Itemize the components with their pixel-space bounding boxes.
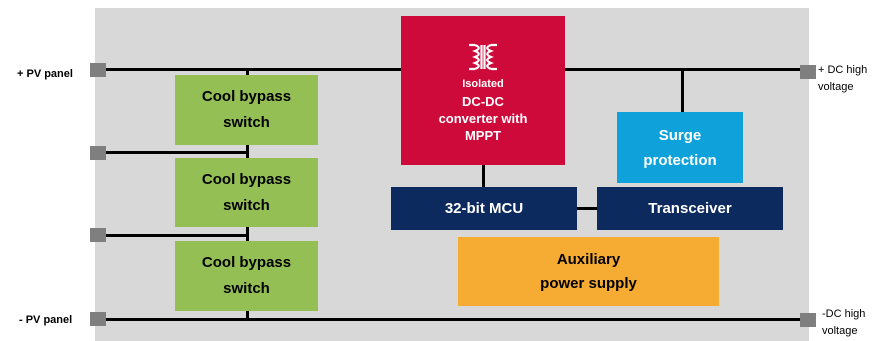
dc-high-plus-line2: voltage xyxy=(818,81,854,93)
bottom-rail-wire xyxy=(103,318,803,321)
bypass-switch-1-line1: Cool bypass xyxy=(201,88,292,105)
pv-plus-terminal xyxy=(90,63,106,77)
dc-high-minus-label: -DC high voltage xyxy=(822,306,865,340)
dcdc-line2: DC-DC xyxy=(462,93,504,109)
bypass-switch-1-line2: switch xyxy=(223,114,270,131)
mcu-block: 32-bit MCU xyxy=(391,187,577,230)
dc-high-plus-label: + DC high voltage xyxy=(818,62,867,96)
bypass-switch-2-line1: Cool bypass xyxy=(201,170,292,188)
transformer-icon xyxy=(469,43,497,70)
transceiver-label: Transceiver xyxy=(648,200,732,217)
bypass-switch-3: Cool bypass switch xyxy=(175,241,318,311)
aux-line1: Auxiliary xyxy=(556,250,621,268)
string-terminal-1 xyxy=(90,146,106,160)
dcdc-mcu-wire xyxy=(482,165,485,187)
dcdc-line4: MPPT xyxy=(464,127,502,143)
pv-plus-label: + PV panel xyxy=(17,68,73,80)
bypass-switch-2-line2: switch xyxy=(223,196,270,214)
bypass-switch-3-line1: Cool bypass xyxy=(201,254,292,271)
string-terminal-2 xyxy=(90,228,106,242)
transceiver-block: Transceiver xyxy=(597,187,783,230)
mcu-transceiver-wire xyxy=(577,207,597,210)
dc-high-minus-terminal xyxy=(800,313,816,327)
pv-minus-terminal xyxy=(90,312,106,326)
dcdc-converter-block: Isolated DC-DC converter with MPPT xyxy=(401,16,565,165)
surge-tap-wire xyxy=(681,70,684,112)
string-wire-1 xyxy=(103,151,248,154)
aux-line2: power supply xyxy=(540,274,637,292)
mcu-label: 32-bit MCU xyxy=(444,200,524,217)
pv-minus-label: - PV panel xyxy=(19,314,73,326)
dcdc-line1: Isolated xyxy=(462,77,504,90)
bypass-switch-2: Cool bypass switch xyxy=(175,158,318,227)
string-wire-2 xyxy=(103,234,248,237)
surge-protection-block: Surge protection xyxy=(617,112,743,183)
surge-line1: Surge xyxy=(658,126,702,144)
bypass-switch-1: Cool bypass switch xyxy=(175,75,318,145)
dc-high-plus-line1: + DC high xyxy=(818,64,868,76)
dc-high-plus-terminal xyxy=(800,65,816,79)
bypass-switch-3-line2: switch xyxy=(223,280,270,297)
dc-high-minus-line1: -DC high xyxy=(822,308,866,320)
dcdc-line3: converter with xyxy=(438,110,528,126)
auxiliary-power-block: Auxiliary power supply xyxy=(458,237,719,306)
dc-high-minus-line2: voltage xyxy=(822,325,858,337)
surge-line2: protection xyxy=(643,151,717,169)
